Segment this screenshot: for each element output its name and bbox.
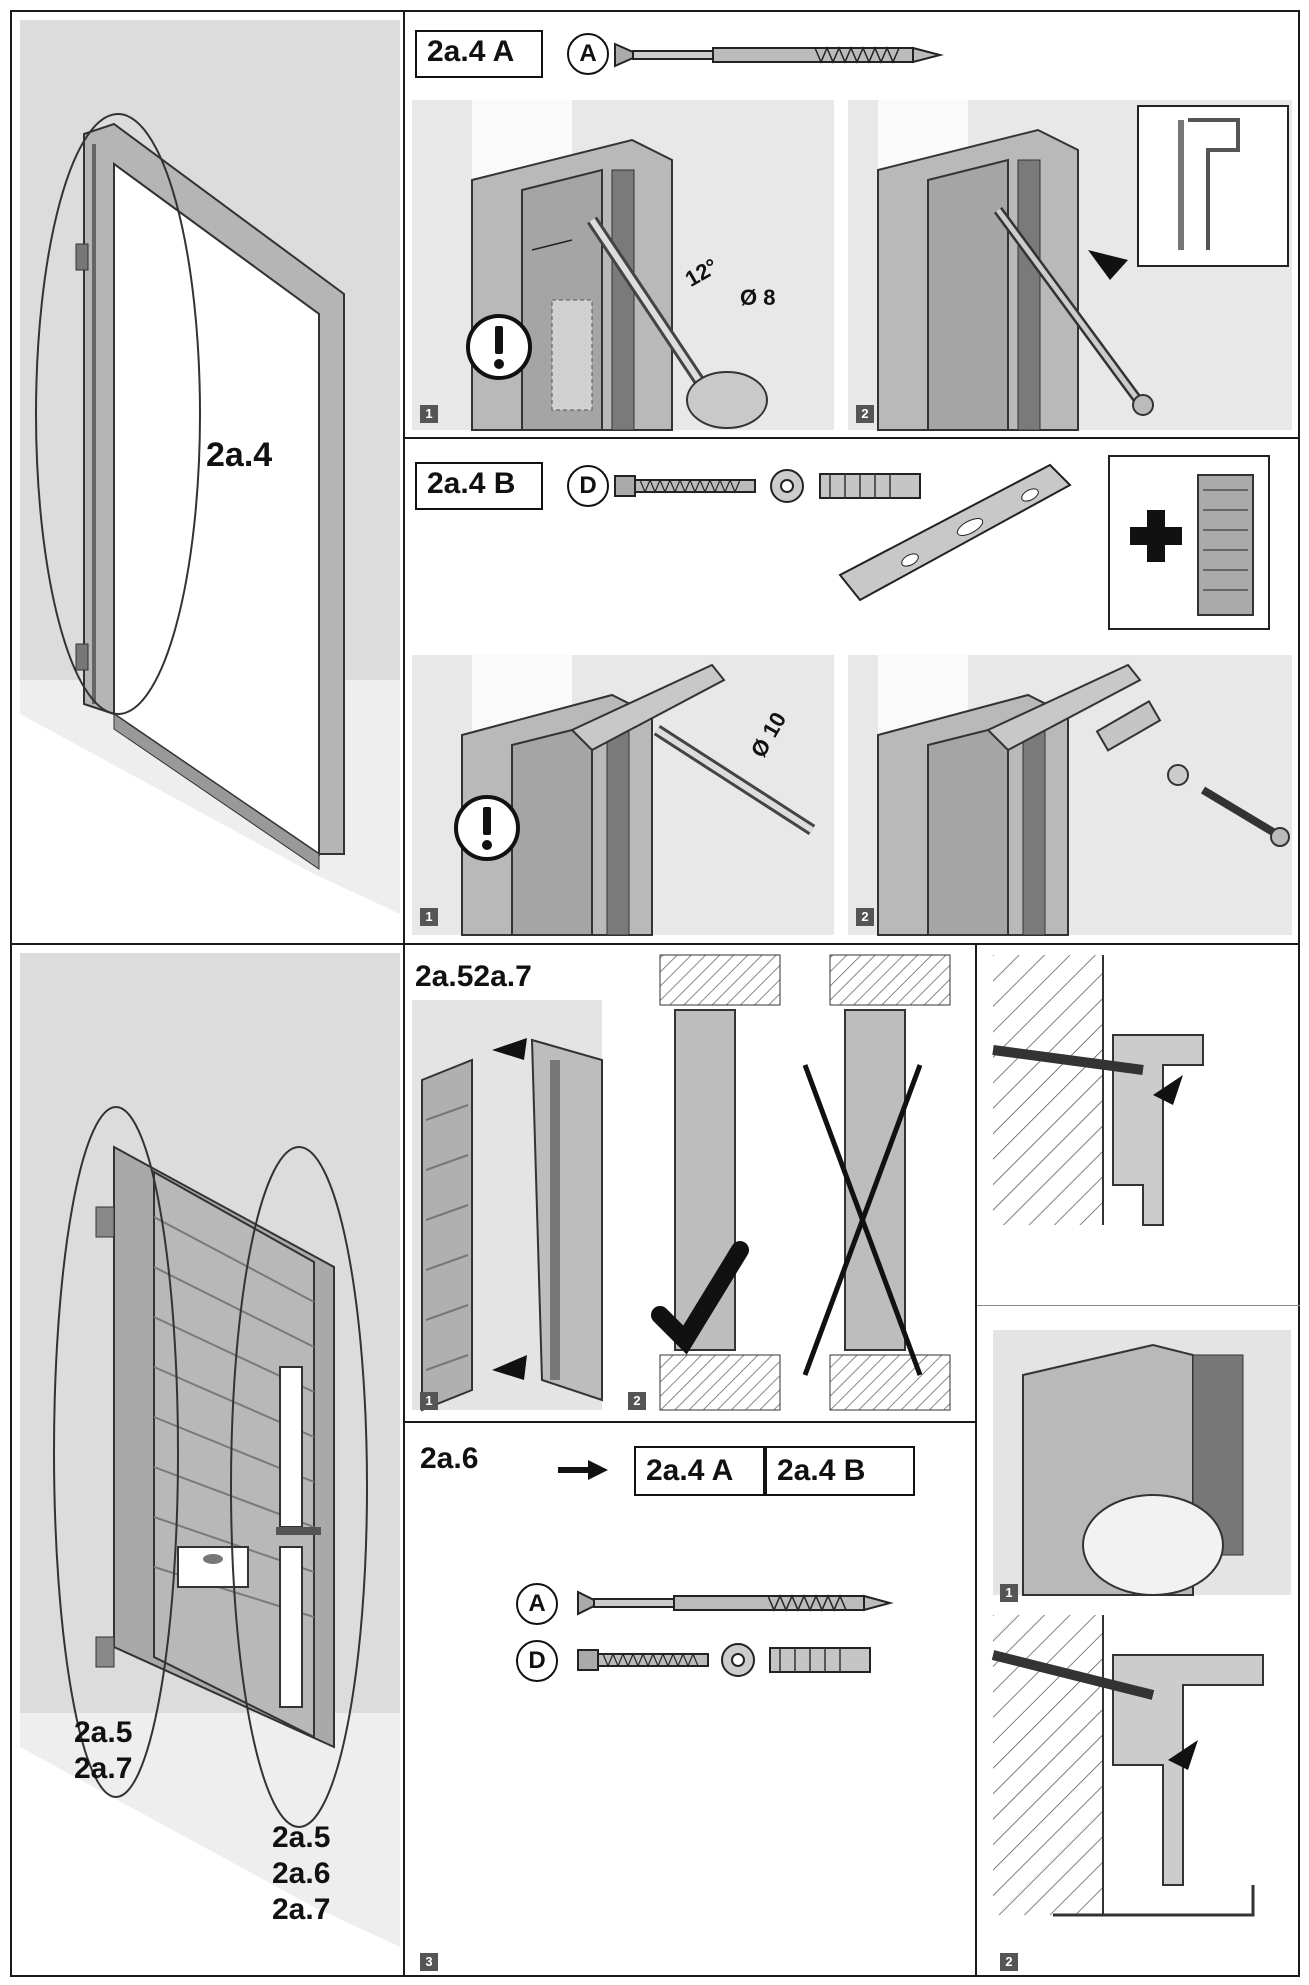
warning-icon bbox=[466, 314, 532, 380]
bottom-divider-vertical-left bbox=[403, 943, 405, 1977]
fastener-d-badge-2: D bbox=[516, 1640, 558, 1682]
drill-diameter-a-label: Ø 8 bbox=[740, 285, 776, 310]
overview-label: 2a.4 bbox=[206, 436, 273, 474]
left-step-label-1: 2a.5 bbox=[74, 1716, 133, 1749]
panel-b-step2-illustration bbox=[848, 655, 1292, 936]
bolt-washer-anchor-icon bbox=[614, 469, 921, 503]
hanging-step1-illustration bbox=[412, 1000, 603, 1412]
panel-b-step2-number: 2 bbox=[856, 908, 874, 926]
panel-a-step1-number: 1 bbox=[420, 405, 438, 423]
panel-26-title: 2a.6 bbox=[420, 1442, 479, 1475]
panel-b-step1-number: 1 bbox=[420, 908, 438, 926]
ref-2a4b-box: 2a.4 B bbox=[765, 1446, 915, 1496]
mounting-strap-icon bbox=[838, 463, 1072, 602]
hanging-title: 2a.52a.7 bbox=[415, 960, 532, 993]
hanging-step2-number: 2 bbox=[628, 1392, 646, 1410]
right-step2-number: 2 bbox=[1000, 1953, 1018, 1971]
right-step2-illustration bbox=[991, 1615, 1264, 1917]
bottom-section-frame bbox=[10, 943, 1300, 1977]
bolt-washer-anchor-icon-2 bbox=[577, 1643, 871, 1677]
ref-2a4a-box: 2a.4 A bbox=[634, 1446, 765, 1496]
fastener-d-badge: D bbox=[567, 465, 609, 507]
panel-a-step2-number: 2 bbox=[856, 405, 874, 423]
door-frame-illustration bbox=[20, 20, 400, 914]
right-step-label-1: 2a.5 bbox=[272, 1821, 331, 1854]
bottom-divider-horizontal bbox=[403, 1421, 975, 1423]
panel-b-title: 2a.4 B bbox=[415, 462, 543, 510]
top-divider-horizontal bbox=[403, 437, 1300, 439]
add-door-leaf-box bbox=[1108, 455, 1270, 630]
right-step-labels: 2a.5 2a.6 2a.7 bbox=[272, 1820, 330, 1928]
warning-icon bbox=[454, 795, 520, 861]
left-step-label-2: 2a.7 bbox=[74, 1752, 133, 1785]
right-step1-number: 1 bbox=[1000, 1584, 1018, 1602]
right-step1-illustration bbox=[992, 955, 1291, 1596]
hanging-step2-illustration bbox=[651, 954, 951, 1411]
highlight-ellipse bbox=[35, 113, 201, 715]
panel-b-step1-illustration bbox=[412, 655, 834, 936]
panel-26-step3-number: 3 bbox=[420, 1953, 438, 1971]
right-panel-divider bbox=[977, 1305, 1300, 1306]
right-highlight-ellipse bbox=[230, 1146, 368, 1828]
left-highlight-ellipse bbox=[53, 1106, 179, 1798]
right-step-label-2: 2a.6 bbox=[272, 1857, 331, 1890]
panel-a-step2-illustration bbox=[848, 100, 1292, 431]
frame-screw-icon-2 bbox=[577, 1590, 894, 1616]
frame-screw-icon bbox=[614, 42, 944, 68]
right-step-label-3: 2a.7 bbox=[272, 1893, 331, 1926]
panel-a-title: 2a.4 A bbox=[415, 30, 543, 78]
fastener-a-badge: A bbox=[567, 33, 609, 75]
top-divider-vertical bbox=[403, 10, 405, 945]
fastener-a-badge-2: A bbox=[516, 1583, 558, 1625]
hanging-step1-number: 1 bbox=[420, 1392, 438, 1410]
door-leaf-illustration bbox=[20, 953, 400, 1947]
arrow-right-icon bbox=[558, 1460, 608, 1480]
left-step-labels: 2a.5 2a.7 bbox=[74, 1715, 132, 1787]
bottom-divider-vertical-right bbox=[975, 943, 977, 1977]
